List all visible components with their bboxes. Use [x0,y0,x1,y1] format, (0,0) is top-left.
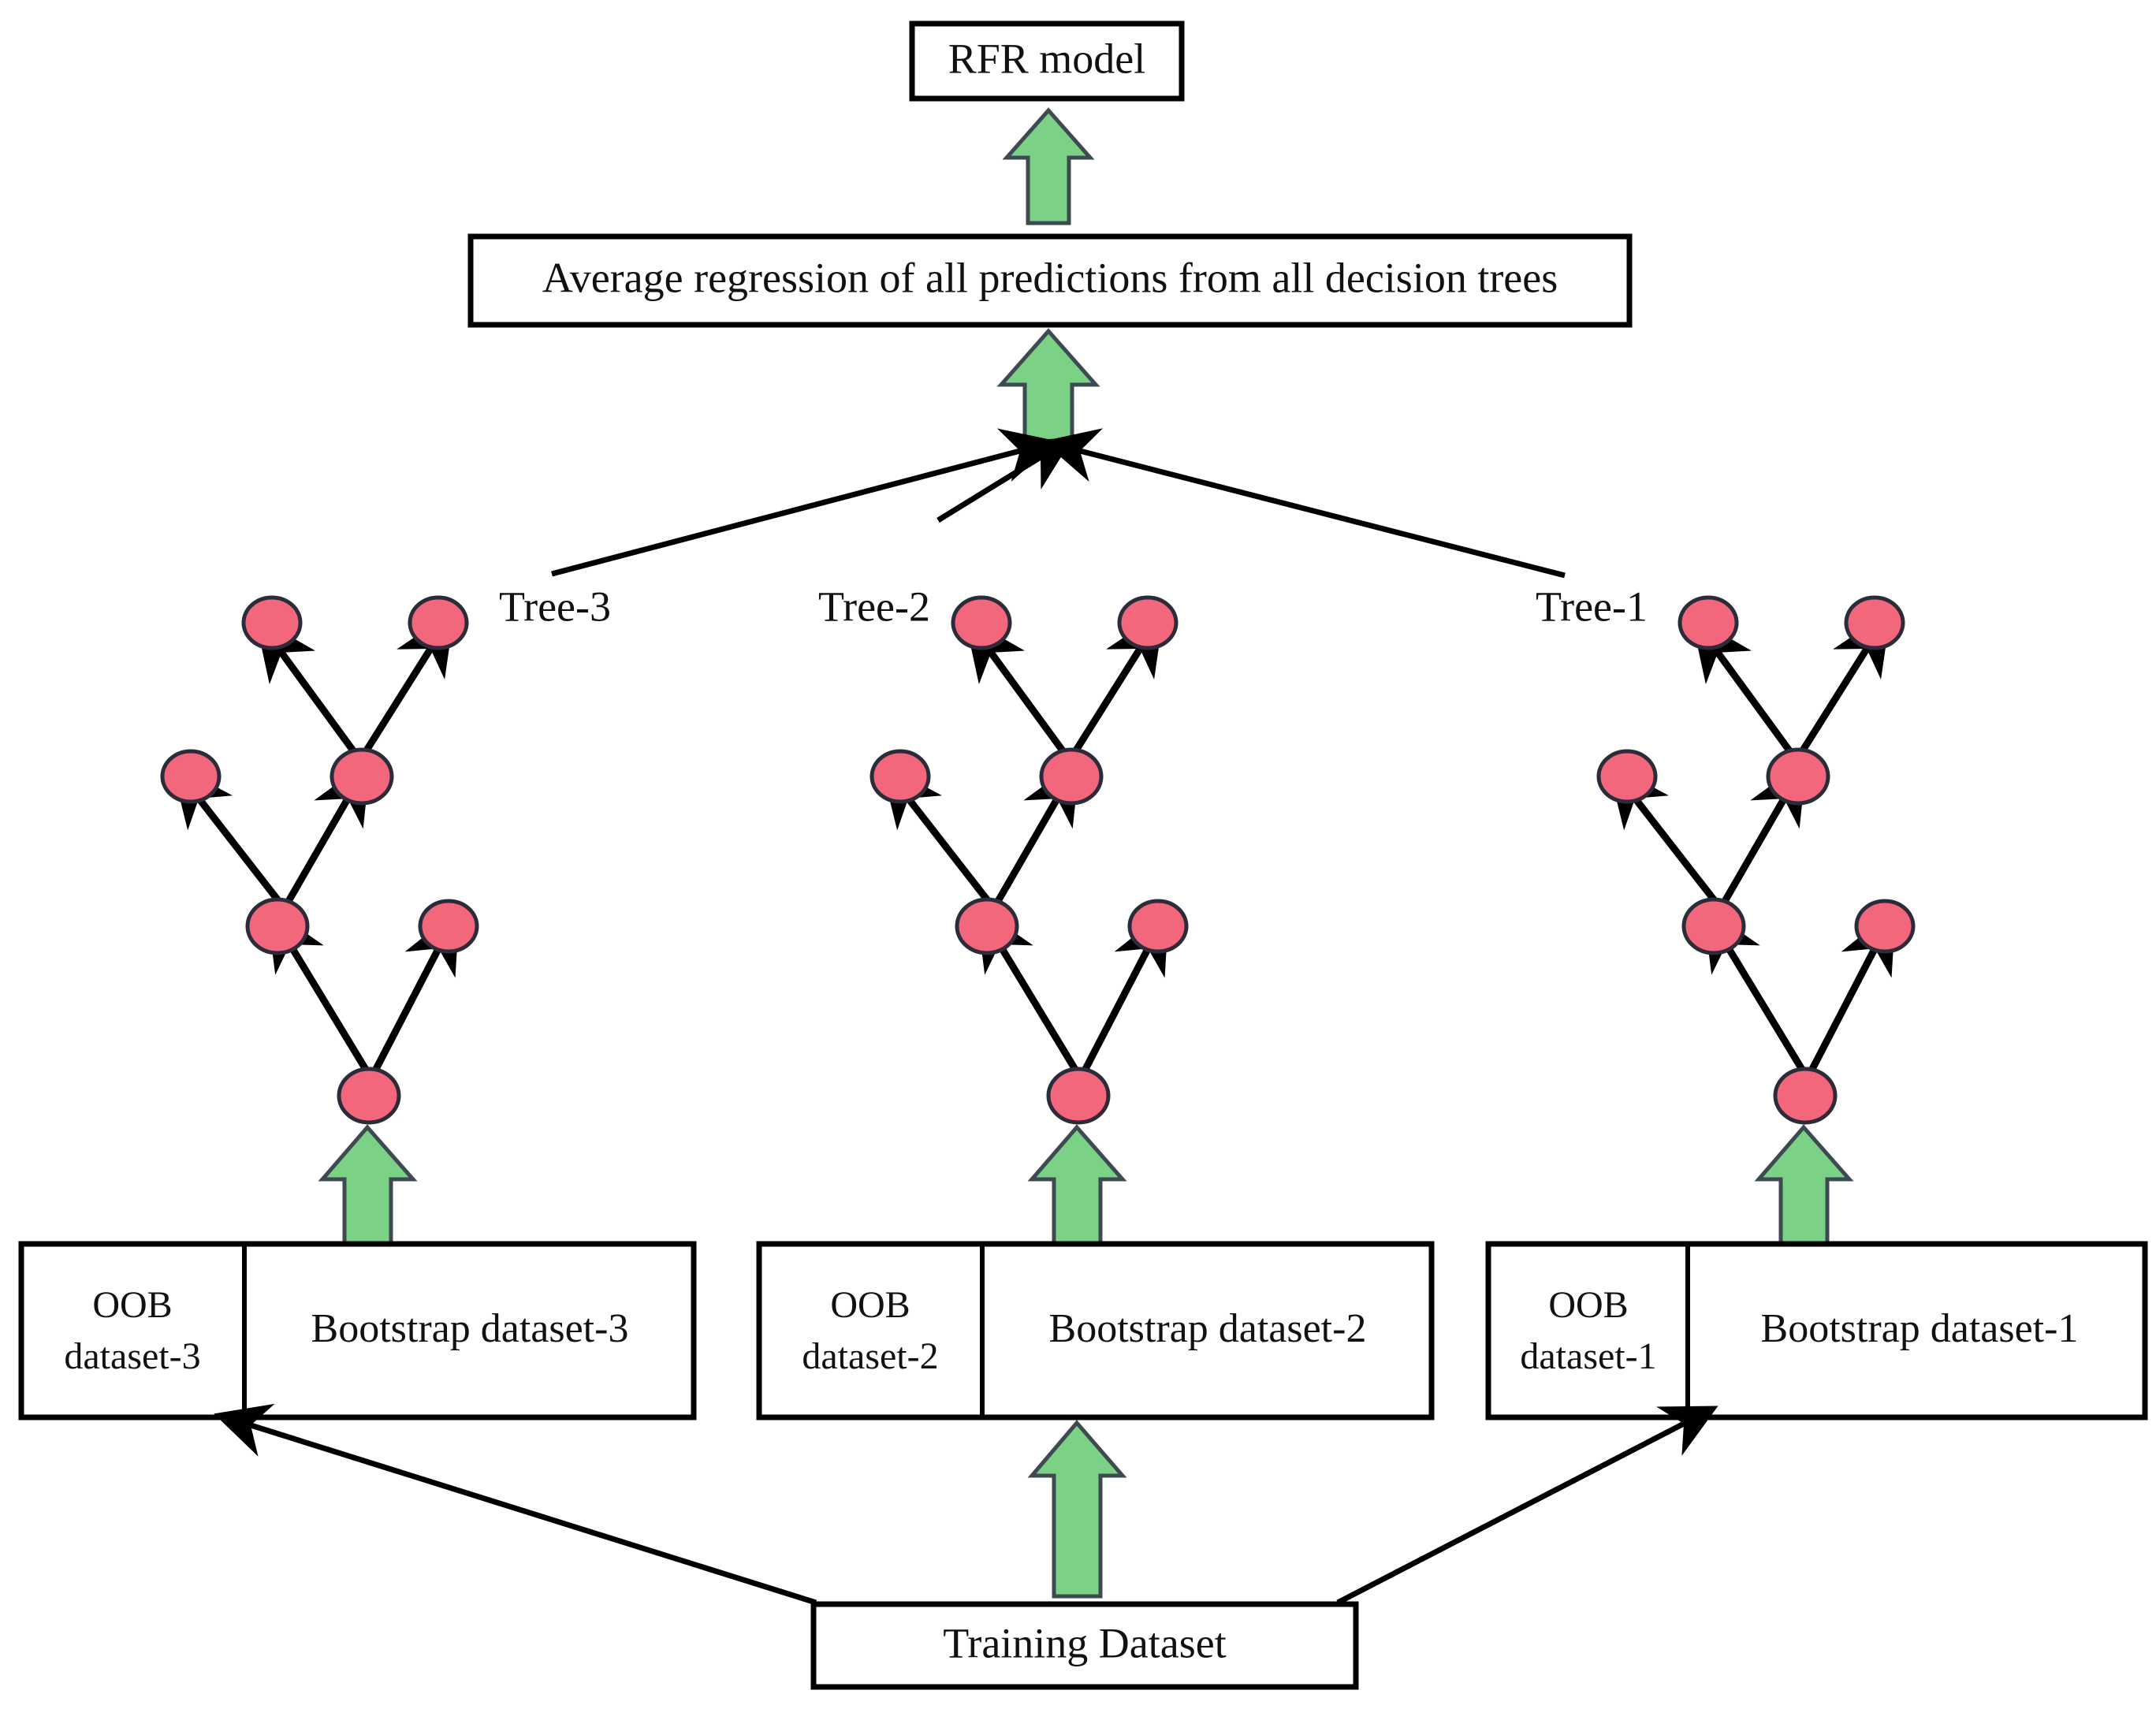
rfr-model-box-rect [909,20,1185,102]
dataset-group-2: OOB dataset-2 Bootstrap dataset-2 [756,1241,1435,1420]
tree-3-edge-l2-right [362,610,455,755]
training-dataset-box-rect [810,1601,1359,1690]
tree-3-node-leaf-a [241,595,303,650]
bootstrap-dataset-2-label: Bootstrap dataset-2 [1049,1306,1367,1351]
tree-2-node-leaf-b [1117,595,1179,650]
tree-2-node-branch-a [1039,747,1104,806]
tree-2-edge-l2-right [1071,610,1164,755]
tree-2-edge-root-left [976,905,1080,1074]
tree-1-edge-l2-right [1798,610,1891,755]
tree-1-node-branch-a [1766,747,1830,806]
tree-1-edge-l1-right [1721,759,1808,905]
tree-1-node-leaf-d [1854,899,1916,954]
oob-dataset-1-line2: dataset-1 [1520,1335,1656,1377]
tree-3-node-branch-b [245,897,310,955]
tree-3-edge-l2-left [255,616,358,755]
tree-2-node-root [1046,1067,1111,1125]
tree-1-node-leaf-c [1596,749,1658,804]
tree-1-edge-root-left [1703,905,1807,1074]
oob-dataset-3-line2: dataset-3 [64,1335,200,1377]
tree-1-node-leaf-b [1844,595,1905,650]
tree-3-edge-root-right [371,908,460,1074]
tree-1-label: Tree-1 [1536,583,1648,630]
training-dataset-box: Training Dataset [810,1601,1359,1690]
tree-2-group: Tree-2 [818,583,1189,1125]
rfr-model-label: RFR model [948,35,1146,82]
up-arrow-icon-to-average [996,328,1100,450]
oob-dataset-3-line1: OOB [92,1284,172,1326]
tree-convergence-lines [551,428,1566,579]
up-arrow-icon-bootstrap-1 [1754,1124,1854,1246]
bootstrap-dataset-3-label: Bootstrap dataset-3 [311,1306,629,1351]
tree-2-label: Tree-2 [818,583,930,630]
oob-dataset-1-line1: OOB [1548,1284,1628,1326]
training-to-dataset-3-line [214,1403,817,1606]
bootstrap-dataset-1-label: Bootstrap dataset-1 [1761,1306,2079,1351]
dataset-group-1: OOB dataset-1 Bootstrap dataset-1 [1485,1241,2148,1420]
up-arrow-icon-bootstrap-2 [1027,1124,1127,1246]
tree-3-node-leaf-b [408,595,469,650]
tree-2-node-leaf-c [869,749,931,804]
tree-1-edge-root-right [1808,908,1896,1074]
tree-3-node-root [337,1067,401,1125]
up-arrow-icon-bootstrap-3 [318,1124,418,1246]
training-to-dataset-1-line [1336,1406,1718,1606]
tree-1-node-root [1773,1067,1838,1125]
tree-2-edge-l1-right [994,759,1081,905]
tree-2-node-leaf-d [1127,899,1189,954]
average-regression-box-rect [467,233,1633,328]
tree-3-group: Tree-3 [160,583,611,1125]
dataset-group-3-rect [18,1241,697,1420]
tree-2-node-leaf-a [951,595,1012,650]
training-to-datasets-lines [214,1403,1718,1606]
tree-1-group: Tree-1 [1536,583,1916,1125]
average-regression-label: Average regression of all predictions fr… [542,254,1558,301]
tree-2-edge-l2-left [964,616,1067,755]
dataset-group-1-rect [1485,1241,2148,1420]
tree-1-node-branch-b [1681,897,1746,955]
up-arrow-icon-to-rfr [1002,107,1095,225]
tree-2-to-average-line [937,437,1074,523]
up-arrow-icon-training [1027,1420,1127,1599]
dataset-group-3: OOB dataset-3 Bootstrap dataset-3 [18,1241,697,1420]
tree-2-edge-root-right [1081,908,1169,1074]
tree-3-edge-root-left [266,905,371,1074]
rfr-model-box: RFR model [909,20,1185,102]
tree-3-to-average-line [551,428,1058,577]
oob-dataset-2-line2: dataset-2 [802,1335,938,1377]
tree-3-edge-l1-left [170,762,283,905]
tree-3-node-leaf-c [160,749,222,804]
oob-dataset-2-line1: OOB [830,1284,910,1326]
tree-1-to-average-line [1042,428,1566,579]
tree-1-edge-l2-left [1691,616,1794,755]
tree-3-node-branch-a [330,747,394,806]
dataset-group-2-rect [756,1241,1435,1420]
tree-3-edge-l1-right [285,759,371,905]
average-regression-box: Average regression of all predictions fr… [467,233,1633,328]
tree-2-edge-l1-left [880,762,992,905]
training-dataset-label: Training Dataset [943,1619,1226,1666]
tree-1-node-leaf-a [1678,595,1739,650]
tree-3-label: Tree-3 [499,583,611,630]
tree-1-edge-l1-left [1607,762,1719,905]
tree-2-node-branch-b [955,897,1019,955]
tree-3-node-leaf-d [418,899,479,954]
